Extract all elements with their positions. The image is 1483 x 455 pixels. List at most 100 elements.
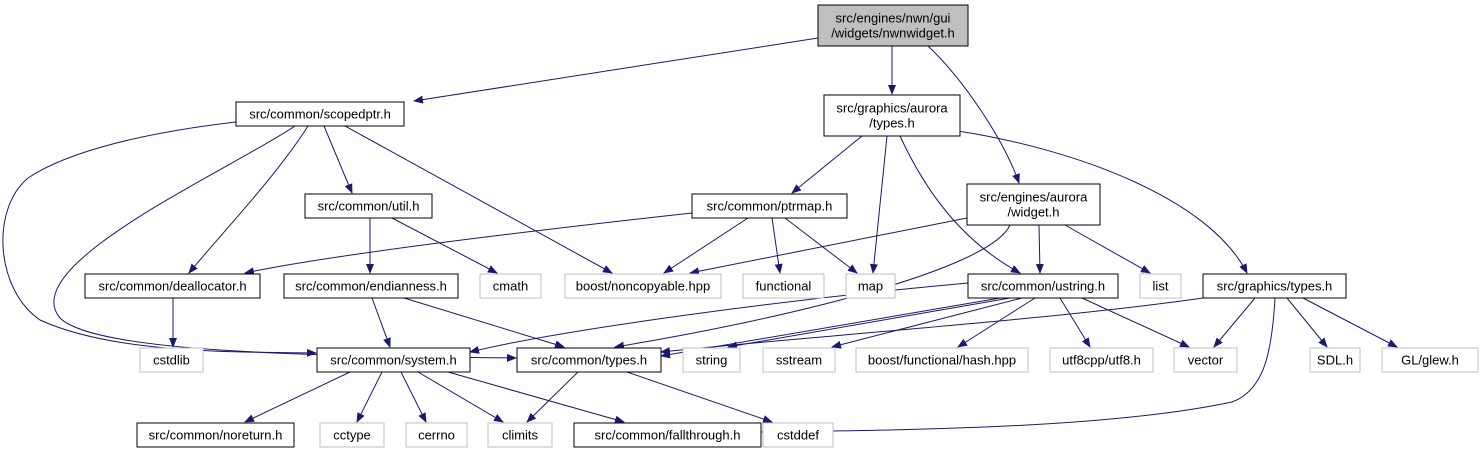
edge-gfx_types-to-types (660, 297, 1204, 356)
node-box (845, 273, 896, 299)
edge-scopedptr-to-util (323, 125, 353, 194)
node-ptrmap[interactable]: src/common/ptrmap.h (691, 193, 848, 219)
node-fallthrough[interactable]: src/common/fallthrough.h (573, 422, 762, 448)
node-box (691, 193, 848, 219)
node-box (304, 193, 433, 219)
node-noreturn[interactable]: src/common/noreturn.h (136, 422, 295, 448)
node-cstdlib: cstdlib (139, 347, 204, 373)
node-label: src/common/system.h (330, 353, 456, 368)
node-box (823, 94, 961, 137)
node-box (516, 347, 662, 373)
node-box (742, 273, 825, 299)
node-label: src/common/endianness.h (295, 279, 447, 294)
node-vector: vector (1173, 347, 1238, 373)
edge-ustring-to-vector (1081, 297, 1190, 348)
node-label: GL/glew.h (1401, 353, 1459, 368)
node-cctype: cctype (319, 422, 385, 448)
edge-ptrmap-to-deallocator (244, 212, 693, 276)
node-label: cerrno (418, 428, 455, 443)
node-glew: GL/glew.h (1381, 347, 1479, 373)
edge-gfx_types-to-sdl (1286, 297, 1328, 348)
node-box (966, 183, 1101, 226)
edge-aurora_types-to-gfx_types (957, 130, 1248, 274)
edges-layer (2, 37, 1398, 436)
node-box (564, 273, 722, 299)
edge-ptrmap-to-map (784, 217, 858, 274)
edge-endianness-to-types (403, 297, 565, 349)
node-label: src/common/noreturn.h (149, 428, 283, 443)
node-box (136, 422, 295, 448)
node-label: /types.h (869, 116, 915, 131)
edge-gfx_types-to-fallthrough (761, 297, 1276, 436)
node-map: map (845, 273, 896, 299)
node-label: src/common/scopedptr.h (249, 107, 391, 122)
node-ustring[interactable]: src/common/ustring.h (967, 273, 1119, 299)
node-label: src/engines/nwn/gui (836, 11, 951, 26)
node-box (573, 422, 762, 448)
node-box (405, 422, 468, 448)
edge-system-to-noreturn (244, 371, 351, 423)
node-label: list (1153, 279, 1169, 294)
edge-aurora_types-to-ustring (899, 135, 1021, 274)
node-label: string (696, 353, 728, 368)
node-deallocator[interactable]: src/common/deallocator.h (84, 273, 261, 299)
node-system[interactable]: src/common/system.h (316, 347, 471, 373)
edge-scopedptr-to-system (2, 121, 317, 357)
edge-types-to-cstddef (626, 371, 773, 423)
node-box (84, 273, 261, 299)
node-label: src/graphics/aurora (836, 101, 948, 116)
node-label: cmath (493, 279, 528, 294)
nodes-layer: src/engines/nwn/gui/widgets/nwnwidget.hs… (84, 4, 1479, 448)
edge-aurora_types-to-ptrmap (791, 135, 863, 194)
node-gfx_types[interactable]: src/graphics/types.h (1202, 273, 1347, 299)
node-util[interactable]: src/common/util.h (304, 193, 433, 219)
node-box (319, 422, 385, 448)
node-box (1381, 347, 1479, 373)
node-endianness[interactable]: src/common/endianness.h (283, 273, 459, 299)
node-aurora_types[interactable]: src/graphics/aurora/types.h (823, 94, 961, 137)
node-box (487, 422, 553, 448)
node-widget[interactable]: src/engines/aurora/widget.h (966, 183, 1101, 226)
edge-widget-to-list (1064, 224, 1151, 274)
node-box (762, 422, 834, 448)
edge-endianness-to-system (371, 297, 391, 348)
edge-widget-to-noncopyable (689, 217, 968, 276)
node-box (139, 347, 204, 373)
node-label: cstddef (777, 428, 819, 443)
edge-system-to-cctype (356, 371, 383, 423)
node-label: /widgets/nwnwidget.h (831, 26, 955, 41)
node-climits: climits (487, 422, 553, 448)
node-types[interactable]: src/common/types.h (516, 347, 662, 373)
edge-ustring-to-string (727, 297, 1011, 350)
node-box (479, 273, 542, 299)
node-box (1202, 273, 1347, 299)
node-label: utf8cpp/utf8.h (1062, 353, 1141, 368)
node-box (855, 347, 1029, 373)
edge-scopedptr-to-deallocator (188, 125, 309, 274)
node-label: cstdlib (153, 353, 190, 368)
node-nwnwidget[interactable]: src/engines/nwn/gui/widgets/nwnwidget.h (817, 4, 969, 47)
edge-nwnwidget-to-scopedptr (413, 37, 819, 104)
node-label: functional (756, 279, 812, 294)
edge-system-to-climits (417, 371, 504, 423)
node-cmath: cmath (479, 273, 542, 299)
node-sdl: SDL.h (1309, 347, 1361, 373)
edge-system-to-fallthrough (447, 371, 625, 424)
node-label: src/common/util.h (318, 199, 420, 214)
edge-gfx_types-to-vector (1213, 297, 1256, 348)
edge-scopedptr-to-noncopyable (344, 125, 613, 274)
edge-ustring-to-hash (957, 297, 1036, 348)
edge-aurora_types-to-map (869, 135, 888, 274)
node-scopedptr[interactable]: src/common/scopedptr.h (235, 101, 405, 127)
edge-ptrmap-to-functional (771, 217, 783, 274)
node-box (762, 347, 836, 373)
edge-nwnwidget-to-widget (927, 45, 1020, 184)
node-box (1173, 347, 1238, 373)
node-label: vector (1188, 353, 1224, 368)
node-box (316, 347, 471, 373)
edge-gfx_types-to-glew (1302, 297, 1398, 348)
edge-ustring-to-sstream (831, 297, 1023, 349)
node-label: /widget.h (1007, 205, 1059, 220)
node-box (967, 273, 1119, 299)
